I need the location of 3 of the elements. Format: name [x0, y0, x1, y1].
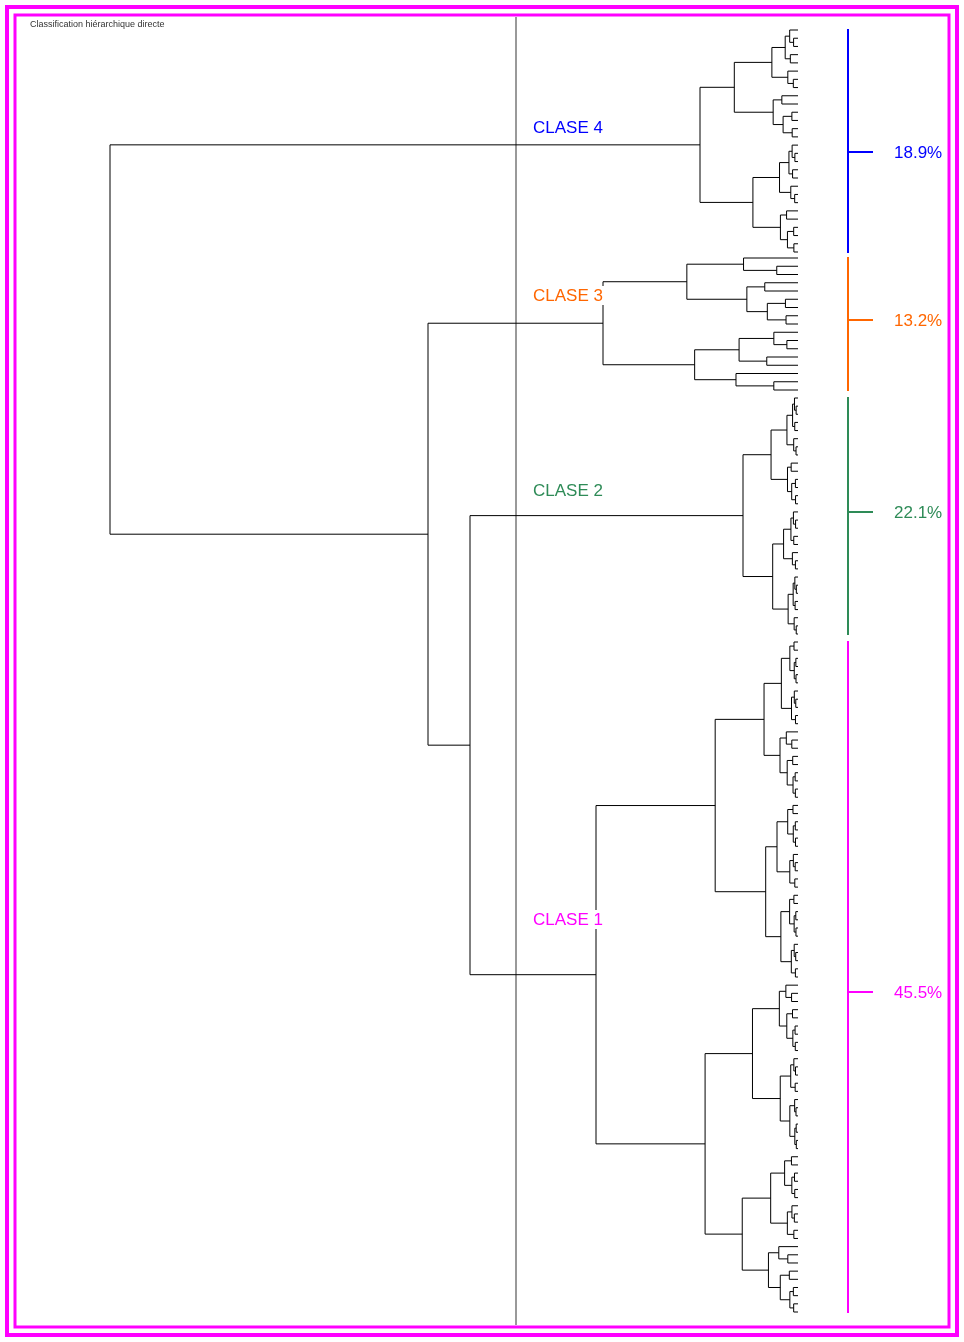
chart-title: Classification hiérarchique directe [30, 20, 165, 29]
class-label: CLASE 1 [531, 910, 605, 929]
class-label: CLASE 3 [531, 286, 605, 305]
